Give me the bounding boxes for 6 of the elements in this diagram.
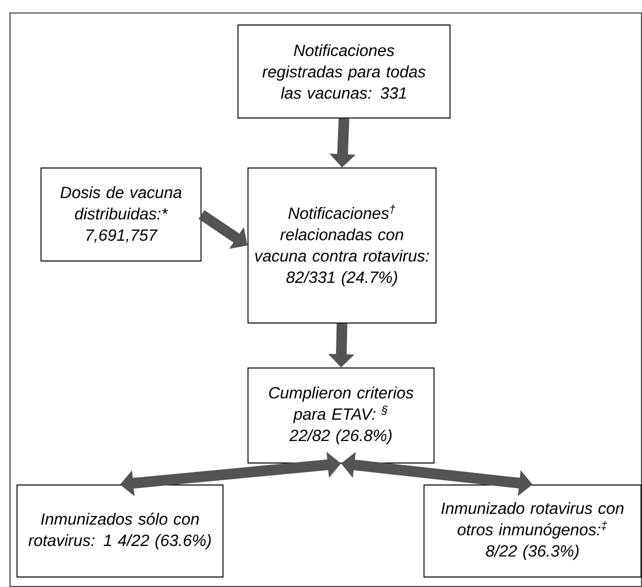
process-box: Notificaciones registradas para todas las vacunas: 331 <box>238 24 450 118</box>
process-box: Cumplieron criterios para ETAV: $^{§}$ 22/82 (26.8%) <box>248 368 434 464</box>
process-box: Inmunizado rotavirus con otros inmunógenos:$^{‡}$ 8/22 (36.3%) <box>424 484 642 578</box>
process-box: Notificaciones$^{†}$ relacionadas con vacuna contra rotavirus: 82/331 (24.7%) <box>248 168 436 324</box>
process-box: Inmunizados sólo con rotavirus: 1 4/22 (63.6%) <box>16 484 224 578</box>
process-box: Dosis de vacuna distribuidas:* 7,691,757 <box>40 168 202 262</box>
